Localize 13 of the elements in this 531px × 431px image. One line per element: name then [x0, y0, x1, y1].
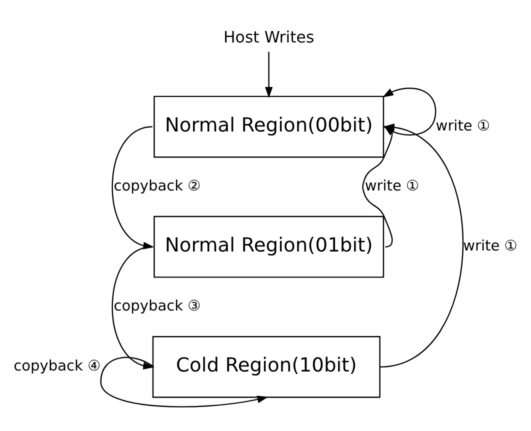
edge-label: copyback ④ — [14, 357, 101, 374]
arrow — [112, 246, 154, 370]
edge-label: write ① — [463, 237, 518, 254]
node-text: Host Writes — [223, 26, 314, 46]
arrow — [100, 356, 268, 407]
node-box: Cold Region(10bit) — [152, 336, 380, 398]
node-box: Normal Region(01bit) — [154, 215, 384, 278]
edge-label: copyback ③ — [114, 297, 201, 314]
node-box: Normal Region(00bit) — [154, 95, 384, 158]
edge-label: write ① — [364, 177, 420, 194]
edge-label: write ① — [436, 117, 490, 134]
edge-label: copyback ② — [114, 177, 201, 194]
arrow — [265, 51, 273, 98]
